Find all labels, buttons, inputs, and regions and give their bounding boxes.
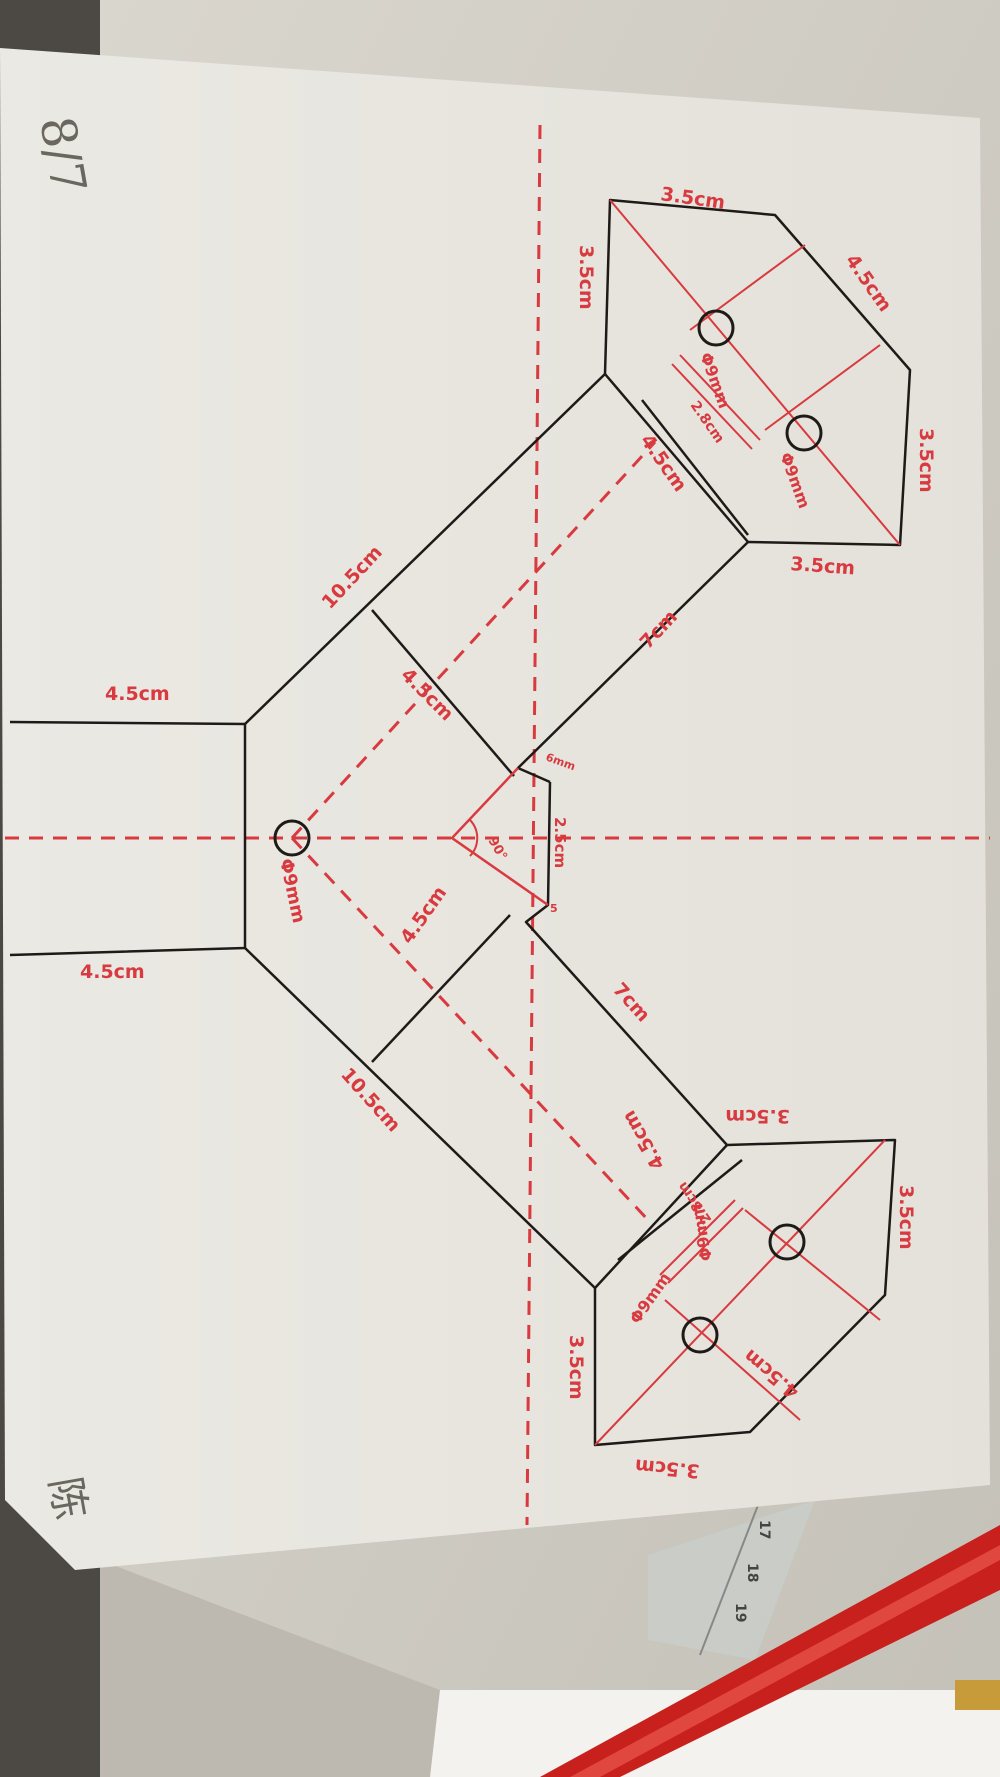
ruler-tick-19: 19: [732, 1603, 748, 1622]
corner-mark-top-left: 8/7: [28, 112, 97, 198]
ruler-tick-17: 17: [756, 1520, 772, 1539]
dim-center-small-b: 5: [550, 902, 558, 915]
red-guide-lines: [5, 124, 990, 1526]
dim-top-edge-right: 3.5cm: [915, 428, 937, 493]
dim-stem-top: 4.5cm: [105, 683, 170, 705]
dim-center-slot: 2.5cm: [551, 817, 569, 868]
ruler: 17 18 19: [648, 1499, 815, 1660]
dim-bottom-edge-top: 3.5cm: [725, 1105, 790, 1127]
paper-sheet: [0, 48, 990, 1570]
hole-bottom-b: [681, 1316, 719, 1354]
corner-mark-bottom-left: 陈: [40, 1473, 96, 1523]
hole-top-a: [697, 309, 735, 347]
dim-top-edge-bottom: 3.5cm: [790, 553, 856, 579]
dim-bottom-edge-right: 3.5cm: [895, 1185, 917, 1250]
mounting-holes: [273, 309, 823, 1354]
bracket-outline: [9, 198, 912, 1447]
ruler-tick-18: 18: [744, 1563, 760, 1582]
hole-top-b: [785, 414, 823, 452]
dim-bottom-edge-left: 3.5cm: [565, 1335, 587, 1400]
dim-top-edge-left: 3.5cm: [575, 245, 597, 310]
hole-center: [273, 819, 311, 857]
red-pen: [540, 1525, 1000, 1777]
white-card: [430, 1690, 1000, 1777]
hole-bottom-a: [768, 1223, 806, 1261]
dim-stem-bottom: 4.5cm: [80, 961, 145, 983]
red-construction-lines: [450, 199, 901, 1446]
